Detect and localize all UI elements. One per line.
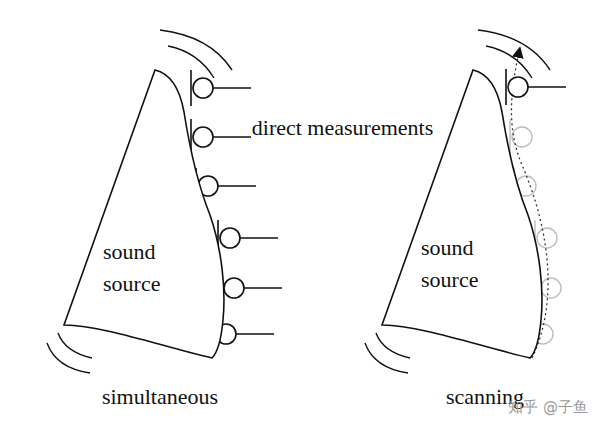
blob-path — [382, 70, 542, 358]
source-label: sound source — [421, 232, 501, 296]
method-label: simultaneous — [70, 381, 250, 413]
source-label: sound source — [103, 236, 183, 300]
watermark: 知乎 @子鱼 — [500, 398, 596, 416]
sound-source-outline: sound source — [55, 62, 235, 367]
blob-outline — [55, 62, 235, 367]
sound-source-outline: sound source — [373, 62, 553, 367]
sound-arcs — [47, 30, 550, 373]
caption-text: direct measurements — [240, 112, 445, 144]
blob-path — [64, 70, 224, 358]
blob-outline — [373, 62, 553, 367]
scanning-microphone — [506, 69, 566, 105]
